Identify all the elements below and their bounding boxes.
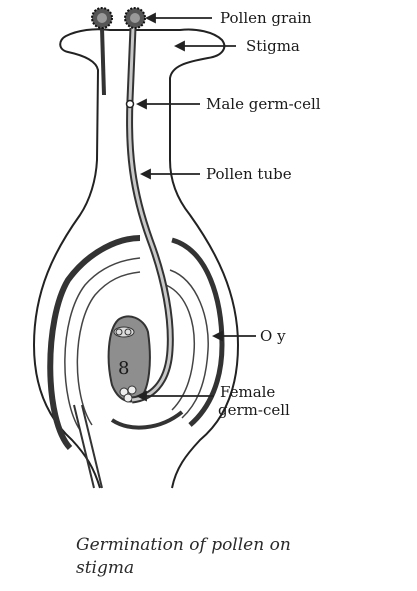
caption-line-1: Germination of pollen on	[76, 535, 291, 555]
label-ovary: O y	[260, 327, 286, 345]
label-pollen-grain: Pollen grain	[220, 9, 312, 27]
pollen-grain-left	[91, 7, 113, 29]
male-germ-cell	[125, 99, 135, 109]
label-male-germ-cell: Male germ-cell	[206, 95, 321, 113]
pistil-outline	[32, 28, 240, 489]
label-female-germ-cell-line2: germ-cell	[218, 401, 290, 419]
polar-nucleus	[115, 328, 123, 336]
arrowhead	[211, 330, 223, 342]
pollen-tube-left	[100, 27, 106, 96]
ovule-line	[169, 269, 209, 419]
arrowhead	[139, 168, 151, 180]
ovule-line	[64, 257, 141, 431]
ovule-base	[110, 410, 184, 430]
ovary-wall-right	[171, 237, 225, 427]
label-female-germ-cell-line1: Female	[220, 383, 275, 401]
pollen-tube-inner	[128, 27, 172, 402]
arrowhead	[173, 40, 185, 52]
label-stigma: Stigma	[246, 37, 300, 55]
nucleus-mark: 8	[118, 358, 129, 379]
label-pollen-tube: Pollen tube	[206, 165, 292, 183]
pollen-grain-right	[124, 7, 146, 29]
ovary-wall-dark	[47, 235, 141, 451]
caption-line-2: stigma	[76, 558, 135, 578]
arrowhead	[144, 12, 156, 24]
ovule-line	[76, 271, 141, 426]
egg-apparatus-cell	[127, 385, 137, 395]
arrowhead	[135, 390, 147, 402]
egg-apparatus-cell	[123, 393, 133, 403]
polar-nucleus	[124, 328, 132, 336]
funicle	[73, 404, 95, 489]
arrowhead	[135, 98, 147, 110]
funicle	[81, 404, 103, 489]
